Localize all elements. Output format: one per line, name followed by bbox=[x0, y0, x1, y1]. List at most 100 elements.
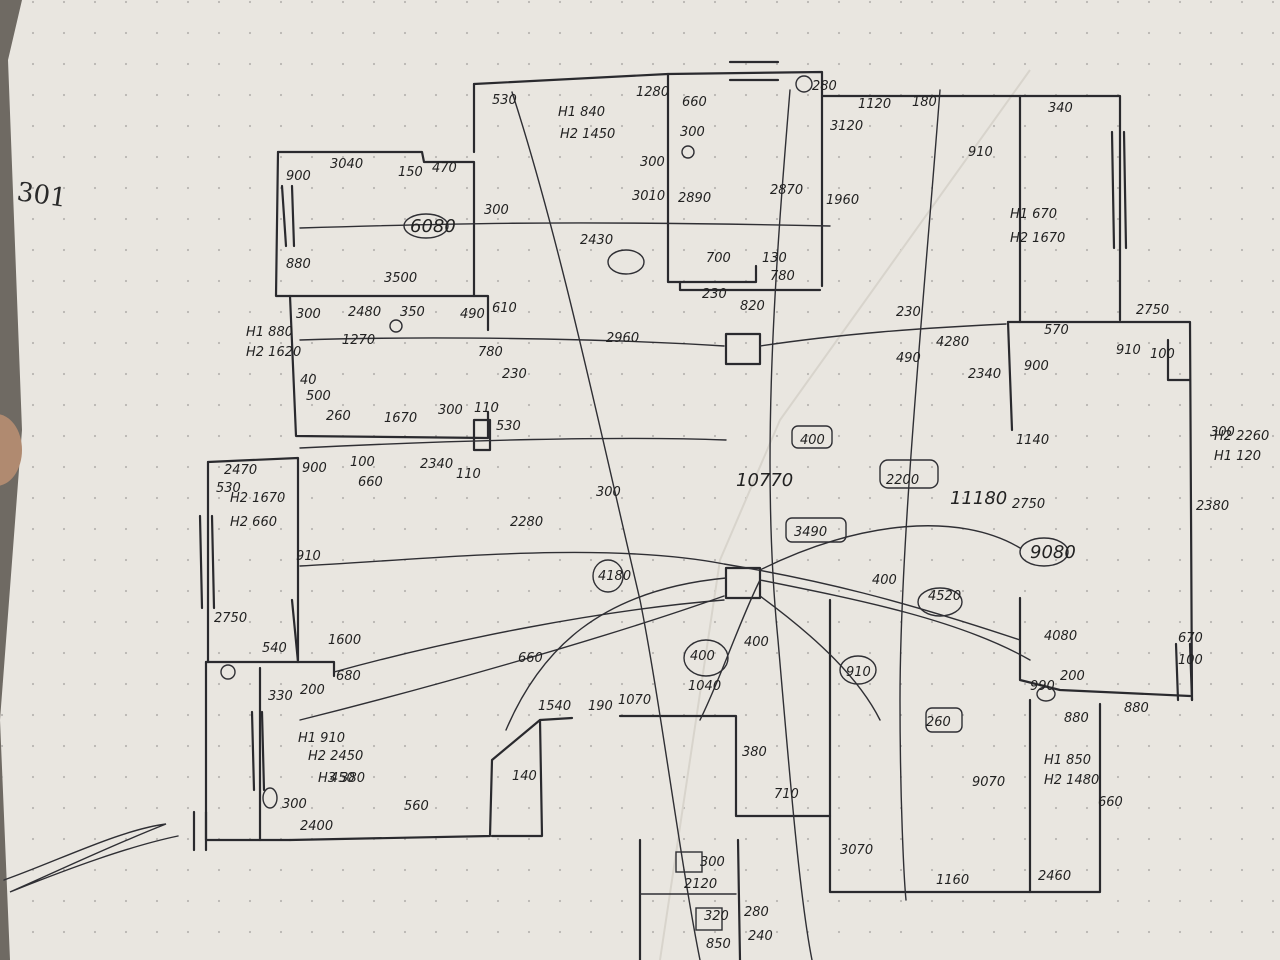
dimension-label: 820 bbox=[740, 299, 765, 314]
height-label: H2 660 bbox=[230, 515, 277, 530]
dimension-label: 3040 bbox=[330, 157, 363, 172]
dimension-label: 660 bbox=[358, 475, 383, 490]
dimension-label: 300 bbox=[438, 403, 463, 418]
dimension-label: 1160 bbox=[936, 873, 969, 888]
height-label: H1 910 bbox=[298, 731, 345, 746]
pen-scribble bbox=[3, 823, 179, 893]
dimension-label: 710 bbox=[774, 787, 799, 802]
dimension-label: 9080 bbox=[1030, 542, 1076, 563]
dimension-label: 230 bbox=[502, 367, 527, 382]
dimension-label: 780 bbox=[478, 345, 503, 360]
walls bbox=[192, 60, 1194, 960]
dimension-label: 260 bbox=[326, 409, 351, 424]
dimension-label: 400 bbox=[744, 635, 769, 650]
dimension-label: 300 bbox=[680, 125, 705, 140]
dimension-label: 540 bbox=[262, 641, 287, 656]
measurement-lines bbox=[299, 89, 1031, 960]
dimension-label: 2480 bbox=[348, 305, 381, 320]
dimension-label: 2960 bbox=[606, 331, 639, 346]
dimension-label: 100 bbox=[1178, 653, 1203, 668]
dimension-label: 450 bbox=[330, 771, 355, 786]
dimension-label: 240 bbox=[748, 929, 773, 944]
dimension-label: 900 bbox=[302, 461, 327, 476]
dimension-label: 4180 bbox=[598, 569, 631, 584]
dimension-label: 10770 bbox=[736, 470, 793, 491]
dimension-label: 610 bbox=[492, 301, 517, 316]
height-label: H1 880 bbox=[246, 325, 293, 340]
dimension-label: 280 bbox=[744, 905, 769, 920]
dimension-label: 490 bbox=[460, 307, 485, 322]
height-label: H2 2450 bbox=[308, 749, 363, 764]
dimension-label: 1120 bbox=[858, 97, 891, 112]
dimension-label: 680 bbox=[336, 669, 361, 684]
dimension-label: 990 bbox=[1030, 679, 1055, 694]
dimension-label: 3490 bbox=[794, 525, 827, 540]
dimension-label: 1280 bbox=[636, 85, 669, 100]
dimension-label: 400 bbox=[800, 433, 825, 448]
dimension-label: 2280 bbox=[510, 515, 543, 530]
dimension-label: 1040 bbox=[688, 679, 721, 694]
dimension-label: 2340 bbox=[420, 457, 453, 472]
dimension-label: 11180 bbox=[950, 488, 1007, 509]
dimension-label: 780 bbox=[770, 269, 795, 284]
dimension-label: 6080 bbox=[410, 216, 456, 237]
dimension-label: 100 bbox=[350, 455, 375, 470]
dimension-label: 700 bbox=[706, 251, 731, 266]
dimension-label: 2340 bbox=[968, 367, 1001, 382]
dimension-label: 230 bbox=[896, 305, 921, 320]
dimension-label: 880 bbox=[286, 257, 311, 272]
dimension-label: 2430 bbox=[580, 233, 613, 248]
dimension-label: 1670 bbox=[384, 411, 417, 426]
dimension-label: 300 bbox=[282, 797, 307, 812]
dimension-label: 4520 bbox=[928, 589, 961, 604]
dimension-label: 110 bbox=[474, 401, 499, 416]
dimension-label: 1140 bbox=[1016, 433, 1049, 448]
dimension-label: 2120 bbox=[684, 877, 717, 892]
height-label: H1 840 bbox=[558, 105, 605, 120]
dimension-label: 2750 bbox=[214, 611, 247, 626]
dimension-label: 400 bbox=[872, 573, 897, 588]
dimension-label: 110 bbox=[456, 467, 481, 482]
dimension-label: 500 bbox=[306, 389, 331, 404]
dimension-label: 340 bbox=[1048, 101, 1073, 116]
dimension-label: 150 bbox=[398, 165, 423, 180]
dimension-label: 380 bbox=[742, 745, 767, 760]
height-label: H2 1620 bbox=[246, 345, 301, 360]
dimension-label: 380 bbox=[0, 0, 25, 4]
dimension-label: 300 bbox=[700, 855, 725, 870]
dimension-label: 850 bbox=[706, 937, 731, 952]
dimension-label: 300 bbox=[1210, 425, 1235, 440]
dimension-label: 2380 bbox=[1196, 499, 1229, 514]
dimension-label: 2890 bbox=[678, 191, 711, 206]
dimension-label: 300 bbox=[484, 203, 509, 218]
dimension-label: 1600 bbox=[328, 633, 361, 648]
dimension-label: 2460 bbox=[1038, 869, 1071, 884]
dimension-label: 260 bbox=[926, 715, 951, 730]
dimension-label: 660 bbox=[1098, 795, 1123, 810]
dimension-label: 670 bbox=[1178, 631, 1203, 646]
thumb bbox=[0, 414, 22, 486]
dimension-label: 660 bbox=[518, 651, 543, 666]
dimension-label: 3120 bbox=[830, 119, 863, 134]
dimension-label: 330 bbox=[268, 689, 293, 704]
dimension-label: 1270 bbox=[342, 333, 375, 348]
height-label: H3 380 bbox=[318, 771, 365, 786]
dimension-label: 900 bbox=[1024, 359, 1049, 374]
dimension-label: 910 bbox=[1116, 343, 1141, 358]
height-label: H1 670 bbox=[1010, 207, 1057, 222]
dimension-label: 2470 bbox=[224, 463, 257, 478]
dimension-label: 190 bbox=[588, 699, 613, 714]
dimension-label: 3500 bbox=[384, 271, 417, 286]
dimension-label: 320 bbox=[704, 909, 729, 924]
dimension-label: 910 bbox=[968, 145, 993, 160]
dimension-label: 880 bbox=[1064, 711, 1089, 726]
dimension-label: 100 bbox=[1150, 347, 1175, 362]
dimension-label: 40 bbox=[300, 373, 317, 388]
height-label: H2 1670 bbox=[1010, 231, 1065, 246]
dimension-label: 400 bbox=[690, 649, 715, 664]
dimension-label: 130 bbox=[762, 251, 787, 266]
dimension-label: 2200 bbox=[886, 473, 919, 488]
dimension-label: 9070 bbox=[972, 775, 1005, 790]
